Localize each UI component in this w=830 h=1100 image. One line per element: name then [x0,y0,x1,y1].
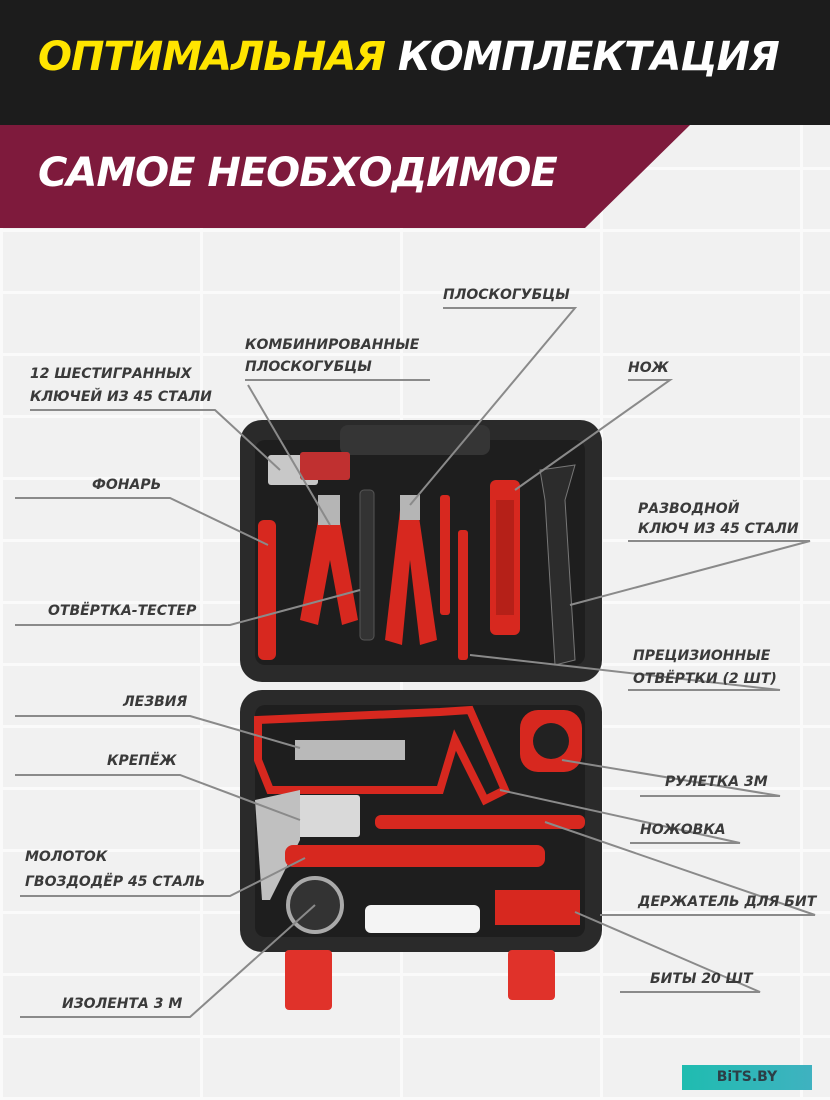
label-tester: ОТВЁРТКА-ТЕСТЕР [48,603,197,619]
label-wrench-line2: КЛЮЧ ИЗ 45 СТАЛИ [638,521,799,537]
label-hacksaw: НОЖОВКА [640,822,726,838]
hacksaw-shape [254,705,511,806]
subtitle: САМОЕ НЕОБХОДИМОЕ [38,150,558,196]
label-wrench-line1: РАЗВОДНОЙ [638,501,740,517]
header-band [0,0,830,125]
precision-screwdriver-1 [440,495,450,615]
watermark-logo: BiTS.BY [682,1065,812,1090]
pliers-shape [385,510,437,645]
fasteners-shape [285,795,360,837]
hammer-handle [285,845,545,867]
label-fasteners: КРЕПЁЖ [107,753,177,769]
title-highlight: ОПТИМАЛЬНАЯ [38,34,386,80]
label-hex-keys-line1: 12 ШЕСТИГРАННЫХ [30,366,192,382]
tester-shape [359,489,375,641]
flashlight-shape [258,520,276,660]
latch-right [508,950,555,1000]
subtitle-band [0,125,690,228]
label-knife: НОЖ [628,360,669,376]
label-hammer-line1: МОЛОТОК [25,849,108,865]
hex-keys-shape [268,452,350,485]
blades-shape [295,740,405,760]
label-flashlight: ФОНАРЬ [92,477,162,493]
title-rest: КОМПЛЕКТАЦИЯ [397,34,780,80]
wrench-shape [539,464,576,666]
label-precision-line1: ПРЕЦИЗИОННЫЕ [633,648,771,664]
label-combo-pliers-line1: КОМБИНИРОВАННЫЕ [245,337,420,353]
label-pliers: ПЛОСКОГУБЦЫ [443,287,570,303]
leader-lines [15,307,816,1018]
label-hex-keys-line2: КЛЮЧЕЙ ИЗ 45 СТАЛИ [30,389,212,405]
label-hammer-line2: ГВОЗДОДЁР 45 СТАЛЬ [25,874,206,890]
combo-pliers-shape [300,510,358,625]
bits-shape [495,890,580,925]
label-combo-pliers-line2: ПЛОСКОГУБЦЫ [245,359,372,375]
label-tape-measure: РУЛЕТКА 3М [665,774,768,790]
precision-screwdriver-2 [458,530,468,660]
hammer-head [255,790,300,900]
label-precision-line2: ОТВЁРТКИ (2 ШТ) [633,671,777,687]
label-bit-holder: ДЕРЖАТЕЛЬ ДЛЯ БИТ [638,894,817,910]
page-title: ОПТИМАЛЬНАЯ КОМПЛЕКТАЦИЯ [38,34,780,80]
label-bits: БИТЫ 20 ШТ [650,971,753,987]
label-insulating-tape: ИЗОЛЕНТА 3 М [62,996,183,1012]
bit-holder-shape [375,815,585,829]
label-blades: ЛЕЗВИЯ [123,694,188,710]
latch-left [285,950,332,1010]
